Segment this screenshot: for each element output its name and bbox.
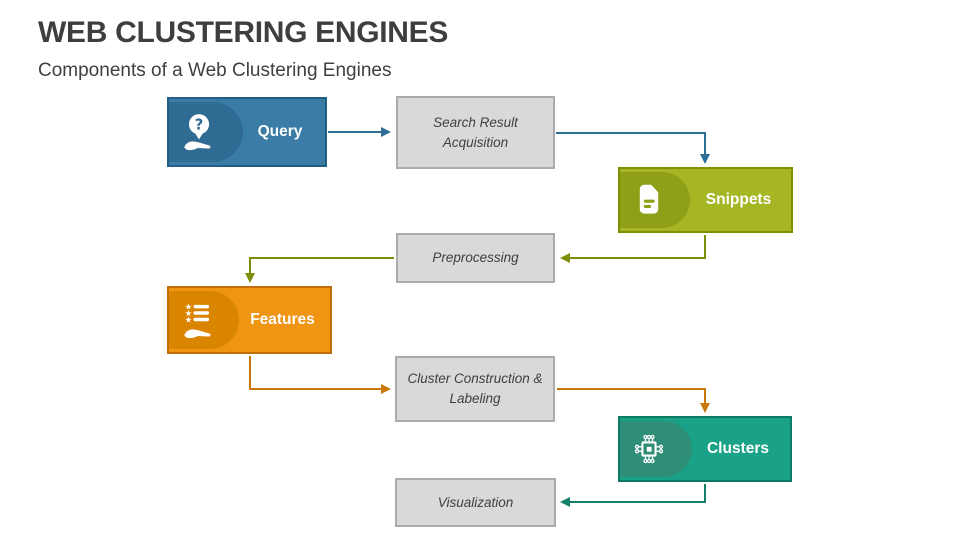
document-snippet-icon [639, 184, 660, 214]
node-features: ★ ★ ★ Features [167, 286, 332, 354]
arrow-snippets-to-preprocessing [560, 235, 706, 263]
node-label: Query [257, 123, 303, 140]
node-label: Cluster Construction & Labeling [407, 371, 543, 406]
starred-list-hand-icon: ★ ★ ★ [184, 301, 211, 339]
page-subtitle: Components of a Web Clustering Engines [38, 60, 392, 81]
arrow-preprocessing-to-features [245, 257, 394, 283]
svg-text:★: ★ [185, 314, 192, 324]
icon-badge [620, 421, 692, 477]
icon-badge [620, 172, 690, 228]
node-preprocessing: Preprocessing [396, 233, 555, 283]
node-visualization: Visualization [395, 478, 556, 527]
svg-text:★: ★ [185, 308, 192, 318]
question-pin-hand-icon: ? [184, 114, 211, 151]
arrow-clusters-to-visualization [560, 484, 706, 507]
node-snippets: Snippets [618, 167, 793, 233]
node-label: Features [250, 311, 315, 328]
arrow-search-result-acquisition-to-snippets [556, 132, 710, 164]
chip-network-icon [634, 434, 664, 464]
node-search-result-acquisition: Search Result Acquisition [396, 96, 555, 169]
svg-text:★: ★ [185, 301, 192, 311]
node-query: ? Query [167, 97, 327, 167]
node-label: Preprocessing [432, 250, 519, 266]
node-label: Search Result Acquisition [433, 114, 518, 150]
svg-text:?: ? [195, 116, 204, 133]
arrow-features-to-cluster-construction [249, 356, 391, 394]
node-cluster-construction: Cluster Construction & Labeling [395, 356, 555, 422]
node-label: Visualization [437, 494, 514, 510]
icon-badge: ? [169, 102, 243, 162]
icon-badge: ★ ★ ★ [169, 291, 239, 349]
page-title: WEB CLUSTERING ENGINES [38, 16, 449, 49]
arrow-cluster-construction-to-clusters [557, 388, 710, 413]
node-clusters: Clusters [618, 416, 792, 482]
node-label: Snippets [705, 191, 772, 208]
node-label: Clusters [706, 440, 770, 457]
